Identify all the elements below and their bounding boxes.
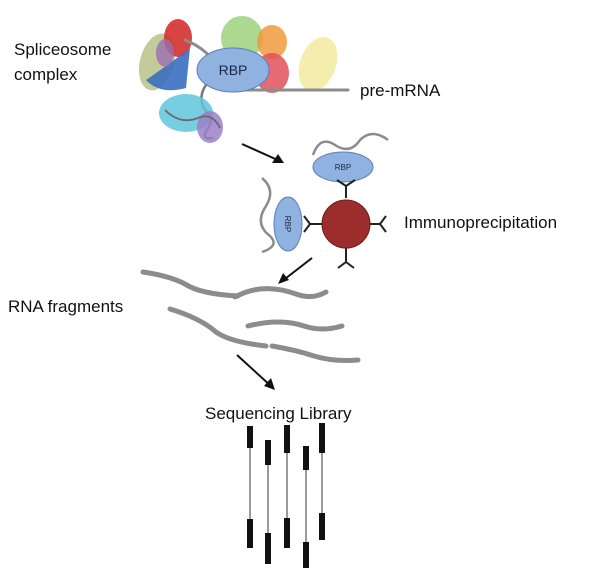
sequencing-read [247,426,253,548]
immunoprecipitation-label: Immunoprecipitation [404,213,557,232]
rbp-main-label: RBP [219,62,248,78]
spliceosome-subunit-violet [197,111,223,143]
spliceosome-subunit-yellow [298,36,338,92]
rna-fragments-label: RNA fragments [8,297,123,316]
spliceosome-subunit-purple [156,39,174,67]
rna-fragment-1 [140,269,241,299]
rbp-top-ellipse [312,151,374,183]
rna-fragment-3 [167,306,269,349]
rna-fragment-4 [245,319,345,332]
sequencing-read [303,446,309,568]
antibody-bottom [337,248,355,269]
pre-mrna-label: pre-mRNA [360,81,441,100]
sequencing-read [265,440,271,564]
rbp-main-ellipse [196,47,270,93]
spliceosome-complex: RBP [138,16,350,143]
rbp-left-ellipse [273,196,303,252]
arrow-fragments-to-library [236,354,275,390]
rna-fragments [140,269,361,363]
arrow-spliceosome-to-ip [241,143,284,163]
spliceosome-strand-detail [164,109,221,129]
rbp-left-label: RBP [283,216,292,232]
antibody-right [368,215,387,233]
ip-rna-top [311,132,389,156]
rna-fragment-2 [232,286,329,300]
spliceosome-label-line1: Spliceosome [14,40,111,59]
sequencing-library-reads [247,423,325,568]
immunoprecipitation-complex: RBP RBP [259,132,389,269]
spliceosome-subunit-blue [146,48,190,91]
antibody-left [303,215,324,233]
sequencing-library-label: Sequencing Library [205,404,352,423]
sequencing-read [284,425,290,548]
spliceosome-label-line2: complex [14,65,78,84]
ip-rna-left [259,177,275,254]
rna-fragment-5 [269,343,361,363]
antibody-top [336,179,356,198]
arrow-ip-to-fragments [278,257,313,284]
sequencing-read [319,423,325,540]
rbp-top-label: RBP [335,163,351,172]
spliceosome-subunit-orange [257,25,287,59]
immunoprecipitation-bead [321,199,371,249]
